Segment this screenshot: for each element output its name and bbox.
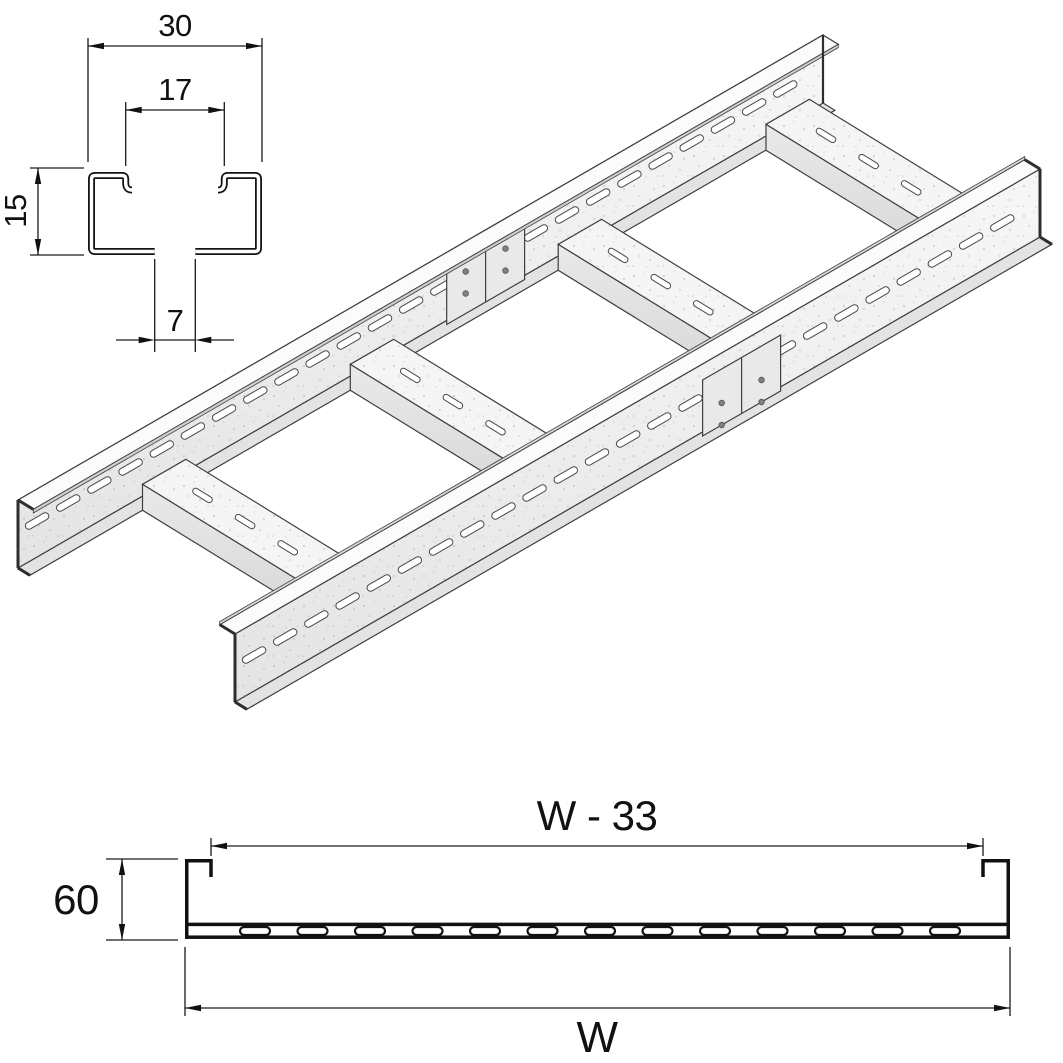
dim-label-rail-height: 60 xyxy=(53,876,99,923)
dimension-profile-height: 15 xyxy=(0,167,84,256)
dimension-rail-height: 60 xyxy=(53,858,178,941)
rung-profile-detail: 30 17 15 7 xyxy=(0,8,263,352)
profile-left-half-inner xyxy=(89,173,155,254)
dimension-opening-width: 17 xyxy=(125,72,225,166)
profile-right-half xyxy=(195,172,262,255)
perforation-slot xyxy=(353,925,387,937)
near-rail-right-end xyxy=(1023,158,1053,246)
dim-label-opening-width: 17 xyxy=(158,72,191,107)
perforation-slot xyxy=(468,925,502,937)
perforation-slot xyxy=(526,925,559,937)
far-rail-splice-plate xyxy=(446,222,526,326)
near-rail-flange-edge xyxy=(219,155,1026,626)
cross-section-view: W - 33 60 W xyxy=(53,792,1011,1062)
dimension-bottom-slot: 7 xyxy=(116,259,234,352)
near-rail-top-flange xyxy=(218,158,1042,635)
perforation-slot xyxy=(238,925,272,937)
profile-left-half xyxy=(88,172,155,255)
isometric-view xyxy=(16,33,1054,711)
dim-label-profile-height: 15 xyxy=(0,194,33,227)
dim-label-usable-width: W - 33 xyxy=(537,792,658,839)
dim-label-overall-width: W xyxy=(576,1013,618,1062)
far-rail-flange-edge xyxy=(32,43,839,514)
perforation-slot xyxy=(411,925,444,937)
section-right-rail xyxy=(981,859,1010,923)
section-left-rail xyxy=(185,859,213,923)
near-rail-left-end xyxy=(218,623,248,711)
perforation-slot xyxy=(756,925,789,937)
perforation-slot xyxy=(583,925,617,937)
perforation-slot xyxy=(871,925,904,937)
perforation-slot xyxy=(813,925,847,937)
perforation-slot xyxy=(641,925,674,937)
dimension-outer-width: 30 xyxy=(87,8,263,162)
near-rail-splice-plate xyxy=(702,333,782,438)
perforation-slot xyxy=(698,925,732,937)
profile-right-half-inner xyxy=(195,173,261,254)
perforation-slot xyxy=(296,925,329,937)
far-rail-left-end xyxy=(16,498,35,577)
dimension-usable-width: W - 33 xyxy=(210,792,984,856)
perforation-slot xyxy=(928,925,962,937)
dim-label-outer-width: 30 xyxy=(158,8,192,43)
dim-label-bottom-slot: 7 xyxy=(167,303,184,338)
dimension-overall-width: W xyxy=(184,947,1011,1062)
